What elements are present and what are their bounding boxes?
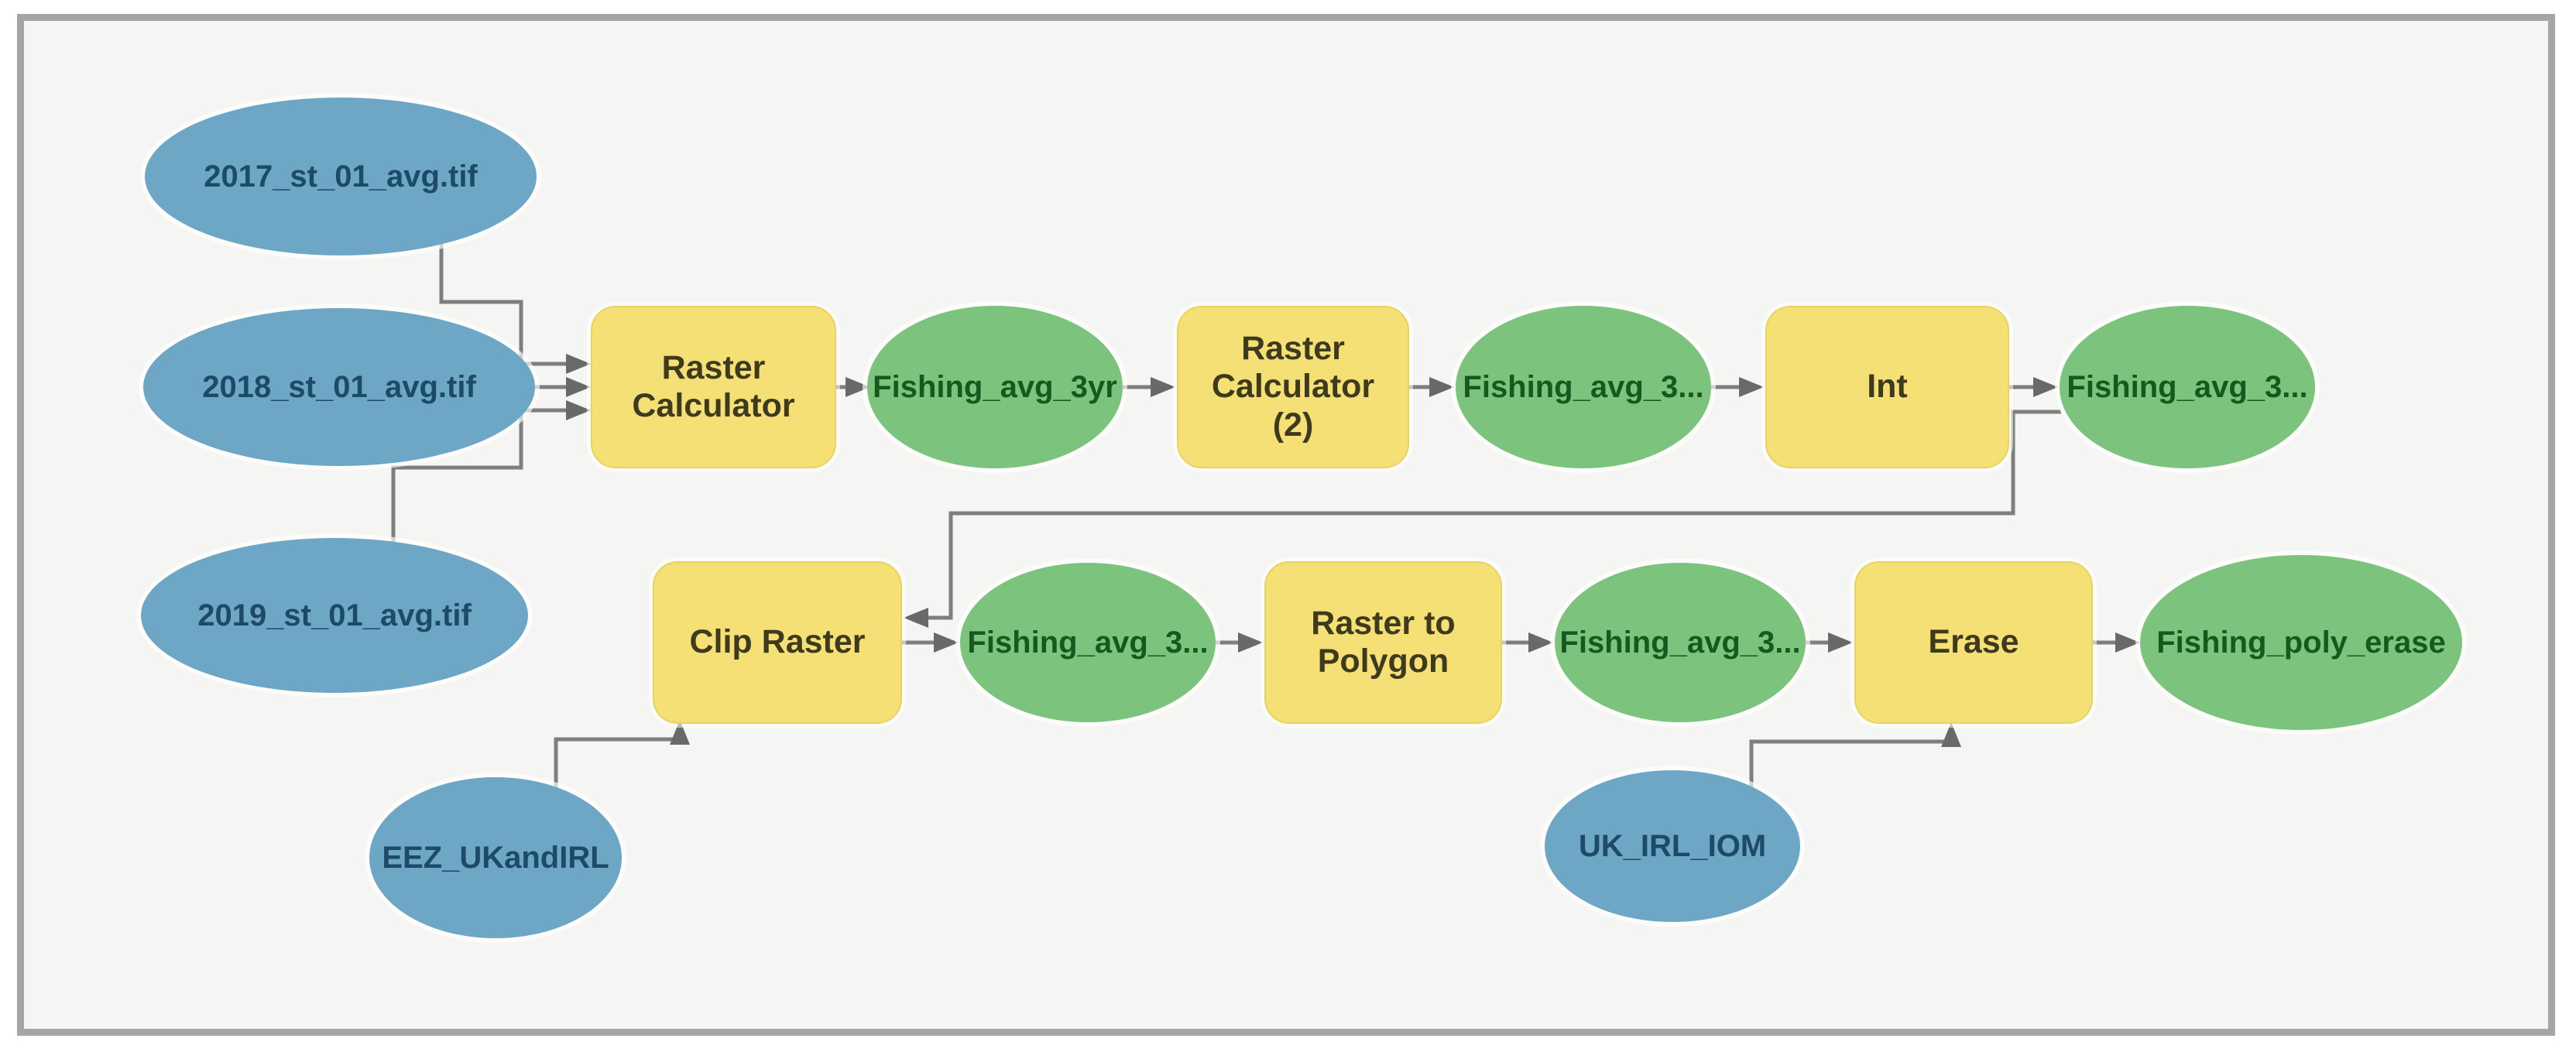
input-node-uk-irl-iom[interactable]: UK_IRL_IOM <box>1545 770 1800 922</box>
output-node-fishing-poly-erase[interactable]: Fishing_poly_erase <box>2140 555 2462 730</box>
input-node-label: 2017_st_01_avg.tif <box>204 159 478 194</box>
input-node-label: 2019_st_01_avg.tif <box>197 598 472 632</box>
tool-node-raster-calculator[interactable]: Raster Calculator <box>591 306 836 468</box>
tool-node-label: Raster Calculator <box>632 348 795 424</box>
tool-node-label: Raster Calculator (2) <box>1211 329 1375 444</box>
tool-node-int[interactable]: Int <box>1765 306 2009 468</box>
output-node-label: Fishing_poly_erase <box>2156 625 2446 660</box>
tool-node-erase[interactable]: Erase <box>1854 561 2093 724</box>
tool-node-raster-calculator-2[interactable]: Raster Calculator (2) <box>1177 306 1409 468</box>
input-node-label: UK_IRL_IOM <box>1578 828 1767 863</box>
output-node-label: Fishing_avg_3... <box>967 625 1209 660</box>
output-node-fishing-avg-3yr[interactable]: Fishing_avg_3yr <box>867 306 1123 468</box>
output-node-fishing-avg-3-after-int[interactable]: Fishing_avg_3... <box>2060 306 2315 468</box>
tool-node-label: Int <box>1867 368 1908 406</box>
tool-node-label: Erase <box>1928 623 2019 661</box>
output-node-label: Fishing_avg_3... <box>1559 625 1801 660</box>
output-node-fishing-avg-3-after-rtp[interactable]: Fishing_avg_3... <box>1555 563 1806 722</box>
output-node-fishing-avg-3-after-clip[interactable]: Fishing_avg_3... <box>960 563 1216 722</box>
input-node-label: EEZ_UKandIRL <box>382 840 609 875</box>
tool-node-raster-to-polygon[interactable]: Raster to Polygon <box>1264 561 1502 724</box>
input-node-eez-ukandirl[interactable]: EEZ_UKandIRL <box>369 777 622 938</box>
input-node-2018-st-01-avg-tif[interactable]: 2018_st_01_avg.tif <box>143 308 535 466</box>
input-node-2019-st-01-avg-tif[interactable]: 2019_st_01_avg.tif <box>141 538 528 693</box>
output-node-label: Fishing_avg_3yr <box>873 369 1117 404</box>
tool-node-clip-raster[interactable]: Clip Raster <box>653 561 902 724</box>
input-node-label: 2018_st_01_avg.tif <box>202 369 476 404</box>
tool-node-label: Raster to Polygon <box>1311 604 1456 680</box>
output-node-fishing-avg-3-after-rc2[interactable]: Fishing_avg_3... <box>1456 306 1711 468</box>
input-node-2017-st-01-avg-tif[interactable]: 2017_st_01_avg.tif <box>145 98 537 255</box>
output-node-label: Fishing_avg_3... <box>2067 369 2308 404</box>
output-node-label: Fishing_avg_3... <box>1463 369 1704 404</box>
tool-node-label: Clip Raster <box>689 623 866 661</box>
